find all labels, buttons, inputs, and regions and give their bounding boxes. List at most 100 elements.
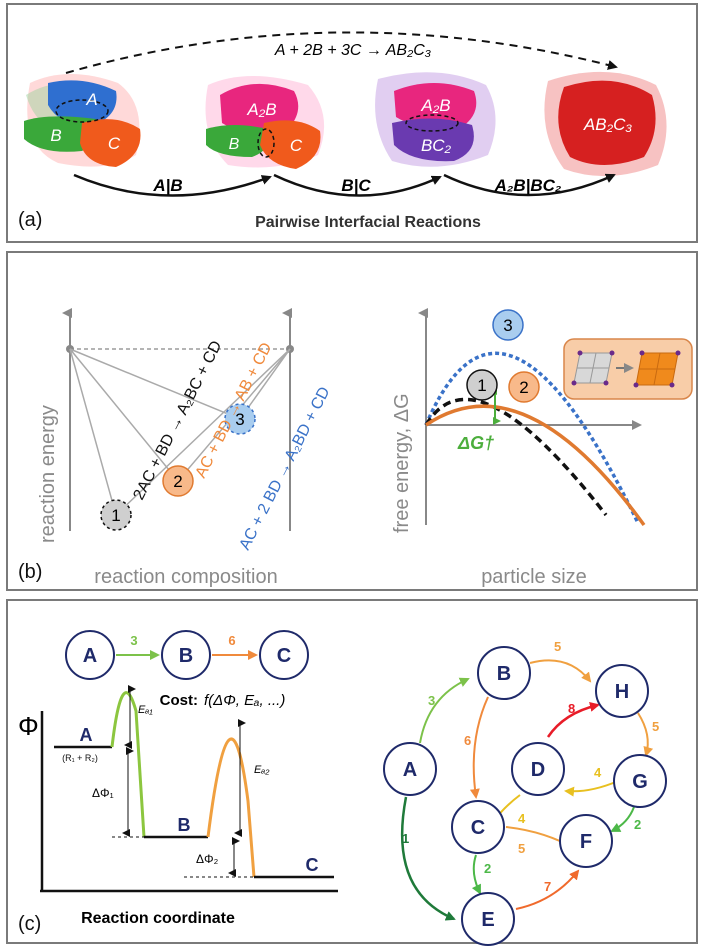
energy-xlabel: Reaction coordinate [81,910,235,927]
cluster-1: A B C [24,74,141,167]
node-f-label: F [580,831,592,853]
node-h-label: H [615,681,629,703]
label-b: B [50,126,61,145]
reaction-network: 3 5 6 8 5 4 4 5 2 2 1 7 A [383,639,667,946]
edge-d-h [546,701,600,738]
label-a2b-3: A₂B [420,96,450,115]
node-e-label: E [481,909,494,931]
right-ylabel: free energy, ΔG [391,393,413,533]
edge-b-h [529,659,592,683]
edge-d-h-w: 8 [568,701,575,716]
panel-a-diagram: A + 2B + 3C → AB₂C₃ A B C A₂B B C [24,31,667,231]
chain-node-b [161,630,211,680]
marker-1-right-label: 1 [477,376,486,395]
marker-3-left-label: 3 [235,410,244,429]
product-cluster: AB₂C₃ [544,71,667,177]
edge-g-f [610,806,635,832]
edge-c-f-w: 5 [518,841,525,856]
marker-3-left [224,403,256,435]
panel-c: A B C 3 6 Cost: f(ΔΦ, Eₐ, ...) Φ Reactio… [6,599,698,946]
edge-e-f-w: 7 [544,879,551,894]
blob-b [24,116,99,152]
panel-c-diagram: A B C 3 6 Cost: f(ΔΦ, Eₐ, ...) Φ Reactio… [18,630,667,946]
node-g-label: G [632,771,648,793]
step-label-2: B|C [341,176,371,195]
edge-c-e-w: 2 [484,861,491,876]
node-c-label: C [471,817,485,839]
edge-d-c-w: 4 [518,811,526,826]
blob-a2b-3 [394,83,477,128]
crystal-inset [563,338,693,400]
label-c: C [108,134,121,153]
chain-cost-2: 6 [228,633,235,648]
node-d-label: D [531,759,545,781]
ea-2: Eₐ₂ [254,764,270,776]
chain-node-c-label: C [277,645,291,667]
panel-a-label: (a) [18,209,43,231]
energy-landscape: Φ Reaction coordinate A (R₁ + R₂) B C ΔΦ… [18,685,338,927]
edge-g-f-w: 2 [634,817,641,832]
cost-label: Cost: [160,692,198,709]
cluster-2: A₂B B C [205,76,325,169]
label-b-2: B [229,136,240,153]
marker-3-right [492,309,524,341]
step-arrow-2 [273,173,442,197]
cluster-3: A₂B BC₂ [375,72,496,167]
edge-a-e-w: 1 [402,831,409,846]
label-a2b: A₂B [246,100,276,119]
blob-c [80,119,141,167]
marker-2-right [508,371,540,403]
edge-h-g-w: 5 [652,719,659,734]
state-c: C [306,855,319,875]
panel-c-label: (c) [18,913,42,935]
edge-b-c [469,696,489,799]
step-label-3: A₂B|BC₂ [494,176,562,195]
blob-bc2 [392,118,474,162]
panel-a: A + 2B + 3C → AB₂C₃ A B C A₂B B C [6,3,698,243]
delta-phi-2: ΔΦ₂ [196,852,219,866]
blob-product [558,80,656,165]
left-ylabel: reaction energy [37,405,59,543]
blob-a [48,80,117,126]
panel-b-diagram: 1 2 3 reaction energy reaction compositi… [37,308,693,588]
overall-arrow [65,31,618,74]
edge-g-d-w: 4 [594,765,602,780]
marker-1-left [100,499,132,531]
edge-a-e [400,796,456,921]
curve-3 [424,351,640,524]
state-a: A [80,725,93,745]
edge-a-b [419,677,470,744]
node-g [613,754,667,808]
edge-a-b-w: 3 [428,693,435,708]
free-energy-plot: ΔG† 3 1 2 free energy, Δ [391,308,693,588]
node-b-label: B [497,663,511,685]
edge-b-c-w: 6 [464,733,471,748]
chain-node-c [259,630,309,680]
ea-1: Eₐ₁ [138,704,153,716]
delta-phi-1: ΔΦ₁ [92,786,114,800]
edge-c-e [471,854,481,895]
node-f [559,814,613,868]
phi-symbol: Φ [18,711,39,741]
node-h [595,664,649,718]
chain-node-a-label: A [83,645,97,667]
node-a-label: A [403,759,417,781]
reaction-energy-plot: 1 2 3 reaction energy reaction compositi… [37,308,334,588]
overall-reaction: A + 2B + 3C → AB₂C₃ [274,42,431,59]
node-a [383,742,437,796]
barrier-label: ΔG† [457,433,494,453]
panel-b-label: (b) [18,561,43,583]
marker-2-right-label: 2 [519,378,528,397]
state-b: B [178,815,191,835]
state-a-sub: (R₁ + R₂) [62,753,98,763]
marker-1-right [466,369,498,401]
blob-b-2 [206,125,270,157]
edge-g-d [564,780,619,797]
node-d [511,742,565,796]
chain-cost-1: 3 [130,633,137,648]
step-arrow-1 [73,173,272,197]
label-bc2: BC₂ [421,136,452,155]
cost-formula: f(ΔΦ, Eₐ, ...) [204,692,285,709]
edge-h-g [637,712,654,757]
step-arrow-3 [443,173,616,197]
